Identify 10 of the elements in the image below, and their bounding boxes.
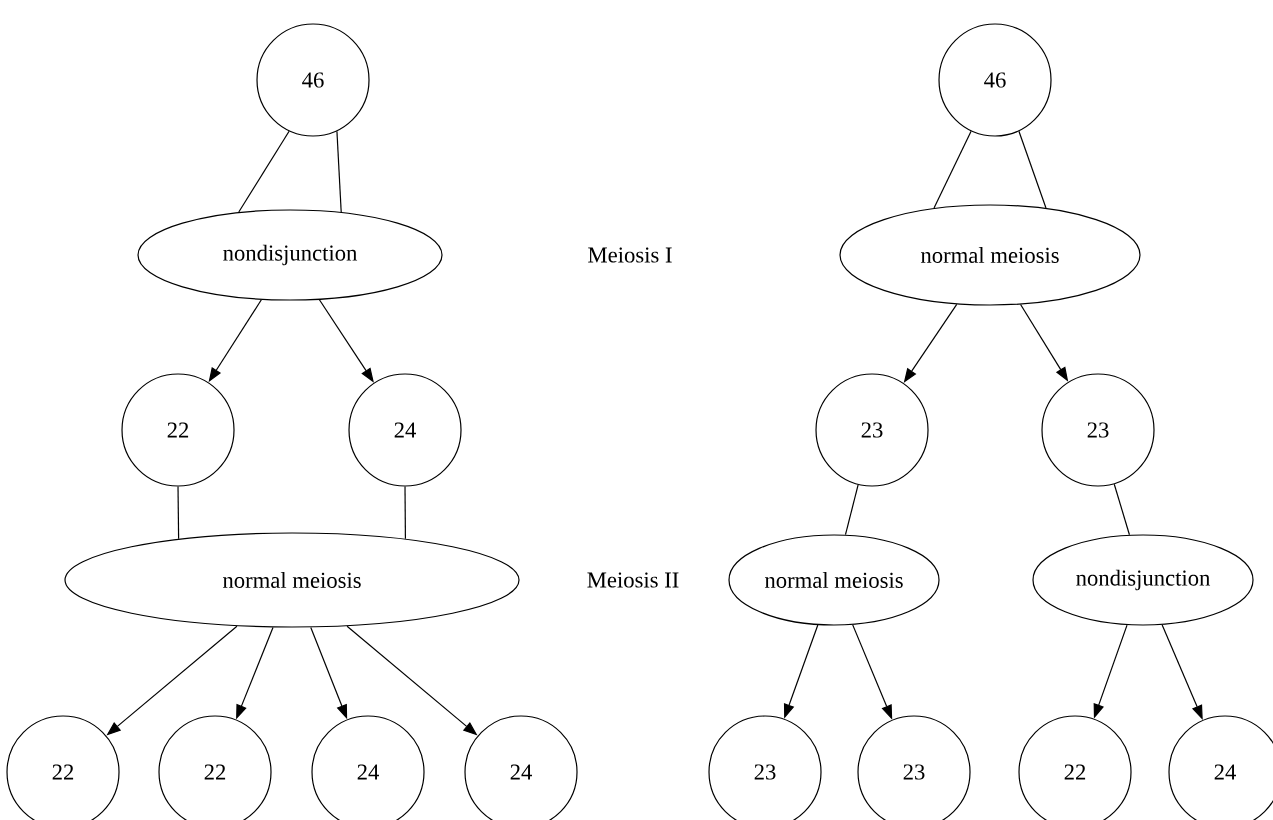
connector-line: [177, 486, 180, 540]
connector-line: [933, 130, 972, 209]
stage-label: Meiosis II: [587, 572, 679, 588]
connector-line: [238, 130, 290, 213]
connector-line: [844, 484, 859, 536]
connector-line: [1018, 130, 1047, 209]
connector-line: [1113, 483, 1131, 536]
connector-line: [336, 130, 342, 213]
connector-line: [404, 486, 406, 540]
stage-label: Meiosis I: [588, 247, 672, 263]
